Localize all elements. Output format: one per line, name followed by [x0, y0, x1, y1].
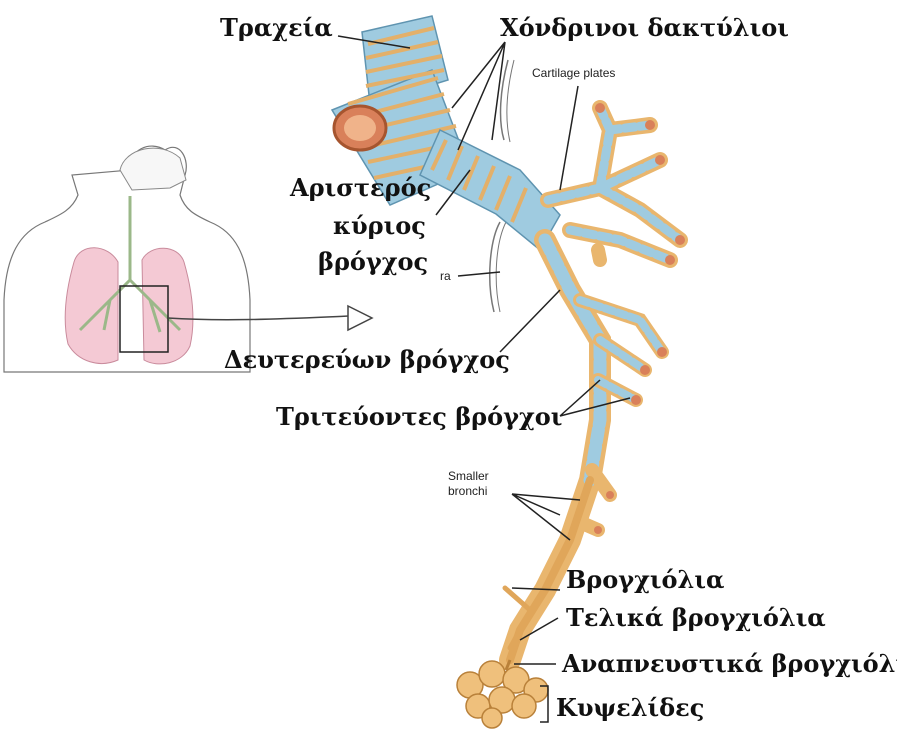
upper-branches — [548, 103, 685, 265]
vessel-line-lower — [490, 222, 500, 312]
label-left-main-bronchus-line1: Αριστερός — [290, 176, 431, 200]
label-terminal-bronchioles: Τελικά βρογχιόλια — [566, 606, 826, 630]
leader-ra — [458, 272, 500, 276]
label-cartilage-plates: Cartilage plates — [532, 67, 615, 81]
label-trachea: Τραχεία — [220, 16, 333, 40]
label-left-main-bronchus-line2: κύριος — [333, 214, 426, 238]
label-bronchioles: Βρογχιόλια — [566, 568, 724, 592]
leader-secondary-bronchus — [500, 290, 560, 352]
label-tertiary-bronchi: Τριτεύοντες βρόγχοι — [276, 405, 562, 429]
vessel-line-upper-2 — [507, 60, 514, 142]
label-secondary-bronchus: Δευτερεύων βρόγχος — [224, 348, 510, 372]
label-smaller-bronchi-line1: Smaller — [448, 470, 489, 484]
vessel-line-lower-2 — [496, 222, 506, 312]
label-respiratory-bronchioles: Αναπνευστικά βρογχιόλια — [562, 652, 897, 676]
label-left-main-bronchus-line3: βρόγχος — [318, 250, 428, 274]
zoom-arrow-head — [348, 306, 372, 330]
head-profile — [120, 148, 186, 190]
secondary-and-tertiary-branches — [505, 240, 667, 660]
label-smaller-bronchi-line2: bronchi — [448, 485, 487, 499]
alveoli-cluster — [457, 660, 548, 728]
leader-cartilage-rings — [452, 42, 505, 150]
leader-cartilage-plates — [560, 86, 578, 190]
label-ra: ra — [440, 270, 451, 284]
label-cartilage-rings: Χόνδρινοι δακτύλιοι — [500, 16, 789, 40]
label-alveoli: Κυψελίδες — [556, 696, 704, 720]
